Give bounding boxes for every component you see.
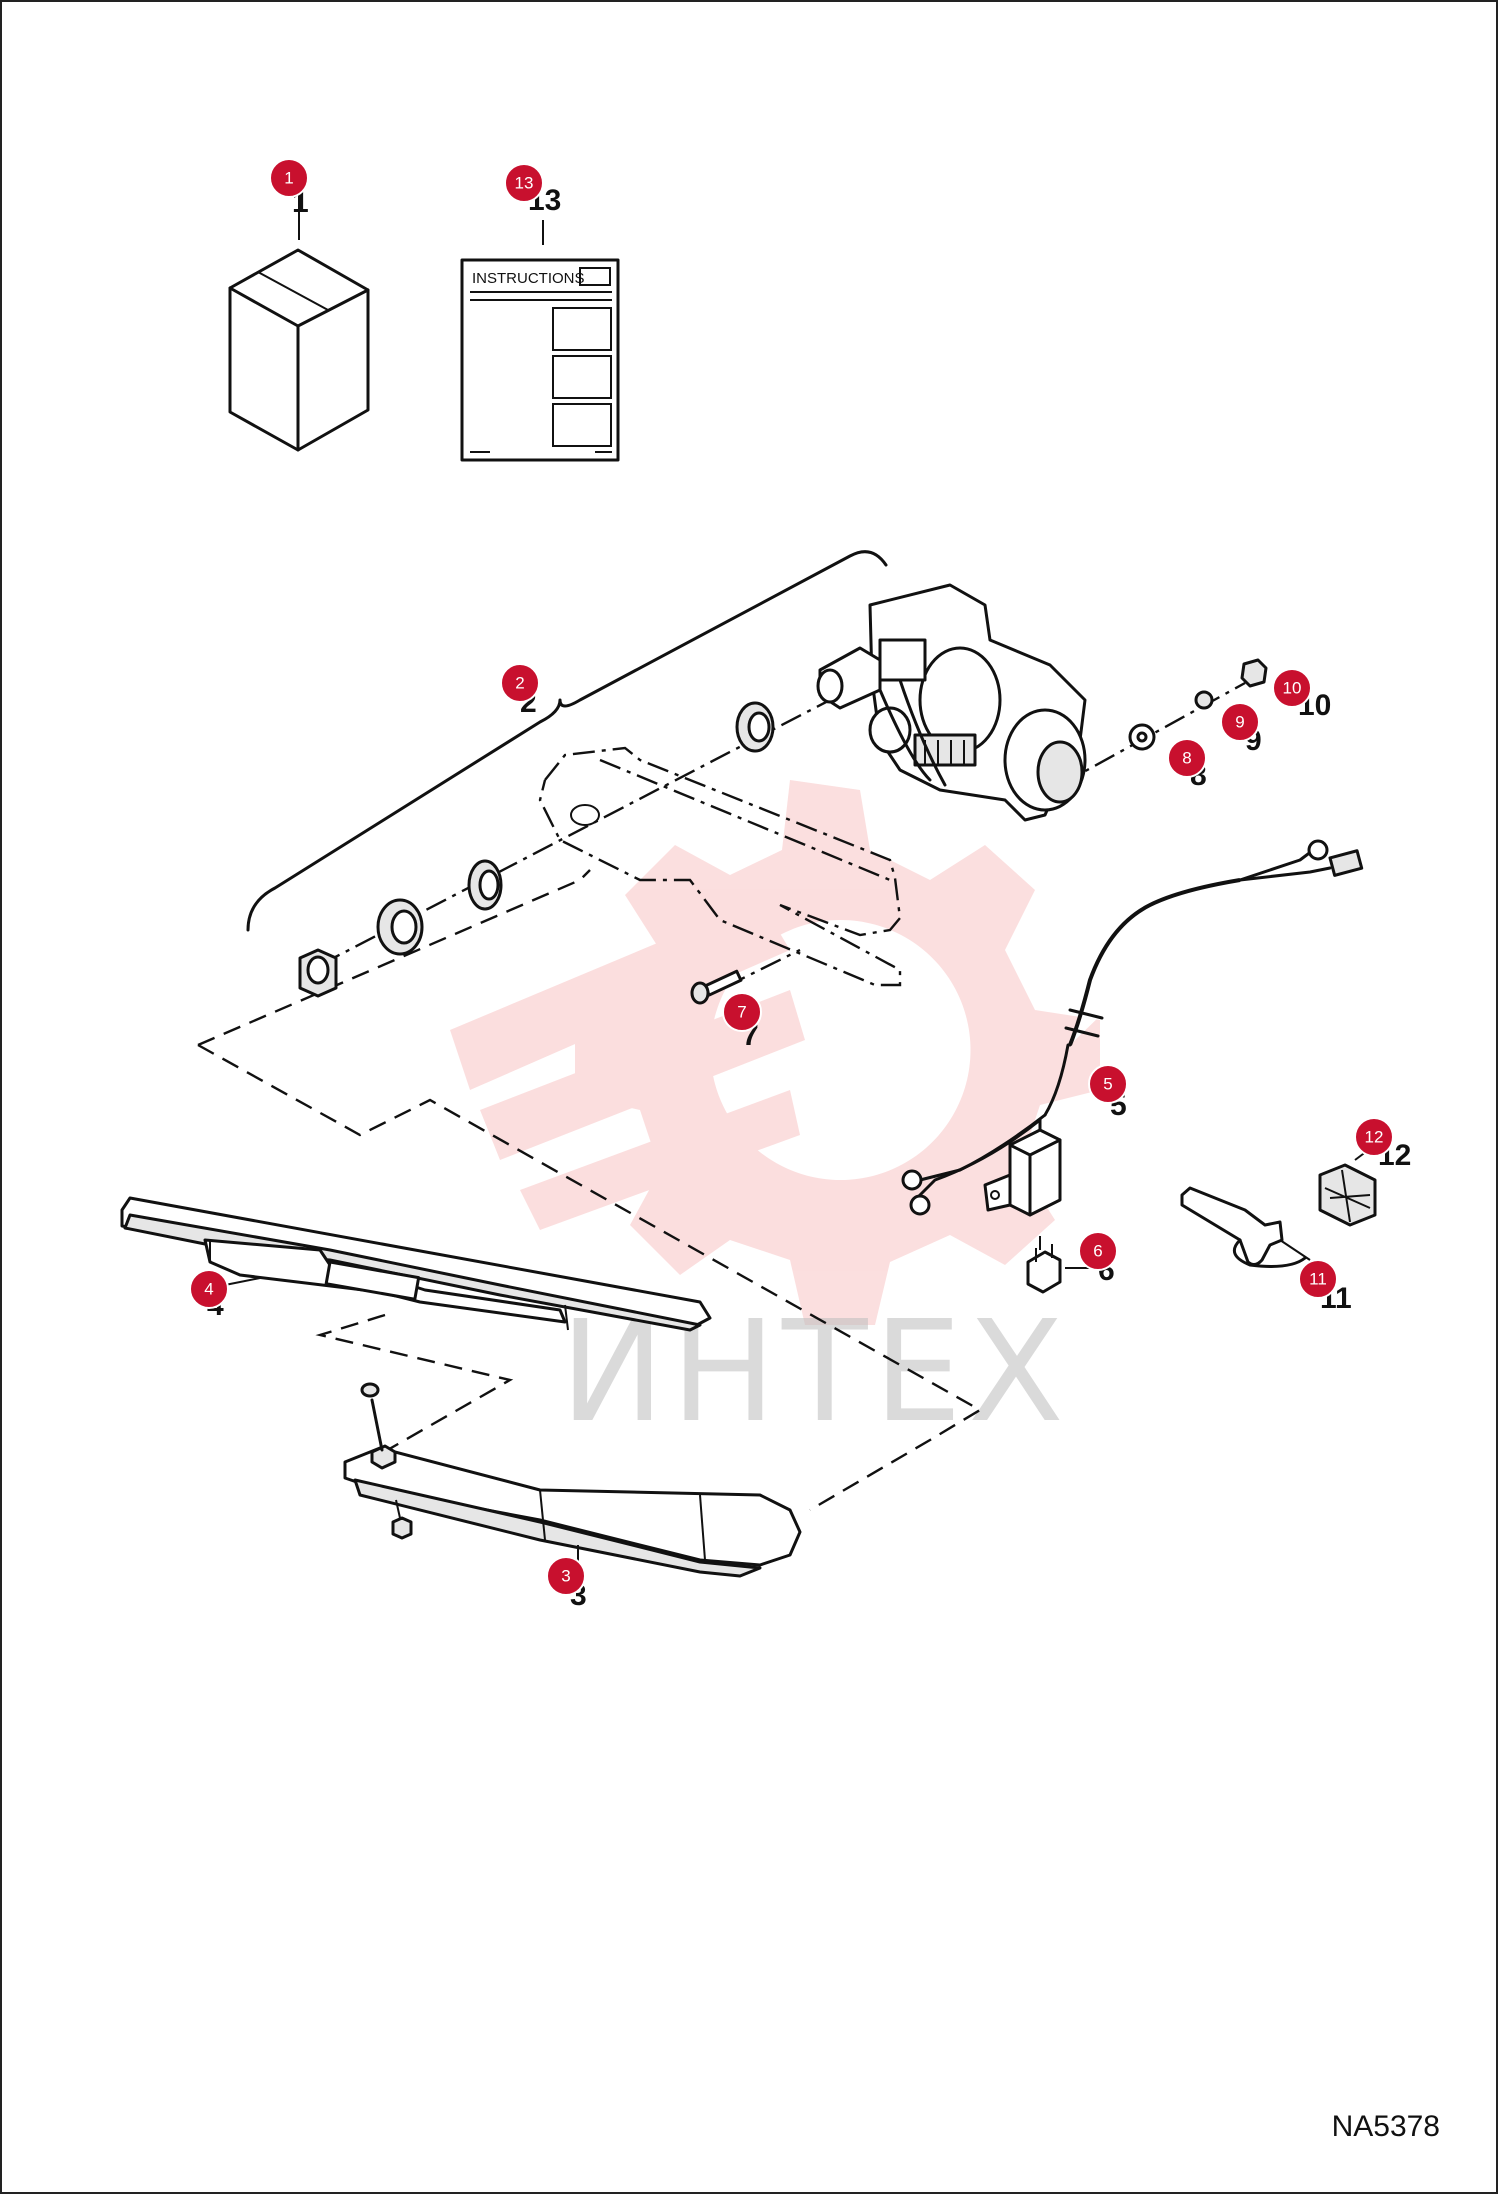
callout-marker-7[interactable]: 7 (722, 992, 762, 1032)
svg-text:7: 7 (737, 1003, 746, 1022)
svg-text:6: 6 (1093, 1242, 1102, 1261)
callout-marker-4[interactable]: 4 (189, 1269, 229, 1309)
instruction-sheet-label: INSTRUCTIONS (472, 270, 585, 287)
leader-4 (224, 1277, 261, 1286)
part-6-fuse (1026, 1236, 1062, 1294)
callout-marker-9[interactable]: 9 (1220, 702, 1260, 742)
mounting-outline-lower (197, 1043, 983, 1512)
part-13-instruction-sheet: INSTRUCTIONS (460, 258, 620, 462)
svg-text:10: 10 (1283, 679, 1302, 698)
part-10-nut (1240, 658, 1268, 688)
wiper-motor (816, 583, 1087, 822)
part-4-wiper-blade (120, 1196, 712, 1332)
hex-nut (298, 948, 338, 998)
callout-marker-5[interactable]: 5 (1088, 1064, 1128, 1104)
part-5-wire-harness (901, 839, 1364, 1216)
callout-marker-13[interactable]: 13 (504, 163, 544, 203)
svg-text:12: 12 (1365, 1128, 1384, 1147)
svg-text:13: 13 (515, 174, 534, 193)
svg-text:4: 4 (204, 1280, 213, 1299)
motor-mount-axis (1059, 681, 1246, 787)
callout-marker-3[interactable]: 3 (546, 1556, 586, 1596)
svg-text:2: 2 (515, 674, 524, 693)
leader-11 (1279, 1239, 1311, 1261)
callout-marker-2[interactable]: 2 (500, 663, 540, 703)
svg-text:9: 9 (1235, 713, 1244, 732)
part-7-bolt (690, 969, 743, 1005)
svg-text:11: 11 (1309, 1270, 1327, 1289)
watermark-gear-icon (450, 780, 1100, 1325)
callout-marker-11[interactable]: 11 (1298, 1259, 1338, 1299)
washer-seal-2 (735, 701, 775, 753)
mounting-bracket-plate (538, 746, 902, 987)
callout-marker-10[interactable]: 10 (1272, 668, 1312, 708)
part-12-adhesive-mount (1318, 1163, 1377, 1227)
blade-arm-link-line (315, 1313, 514, 1462)
callout-marker-12[interactable]: 12 (1354, 1117, 1394, 1157)
figure-code: NA5378 (1331, 2110, 1440, 2143)
part-9-lock-washer (1194, 690, 1214, 710)
part-3-wiper-arm (343, 1382, 802, 1578)
svg-text:3: 3 (561, 1567, 570, 1586)
svg-text:1: 1 (284, 169, 293, 188)
part-11-cable-tie (1180, 1186, 1307, 1268)
washer-seal-1 (467, 859, 503, 911)
svg-text:8: 8 (1182, 749, 1191, 768)
mounting-outline-upper (197, 869, 591, 1047)
assembly-2-bracket (246, 550, 888, 932)
washer-large (376, 898, 424, 956)
svg-text:5: 5 (1103, 1075, 1112, 1094)
callout-marker-1[interactable]: 1 (269, 158, 309, 198)
part-1-box (228, 248, 370, 452)
callout-marker-6[interactable]: 6 (1078, 1231, 1118, 1271)
part-5-relay-holder (983, 1128, 1062, 1217)
callout-marker-8[interactable]: 8 (1167, 738, 1207, 778)
